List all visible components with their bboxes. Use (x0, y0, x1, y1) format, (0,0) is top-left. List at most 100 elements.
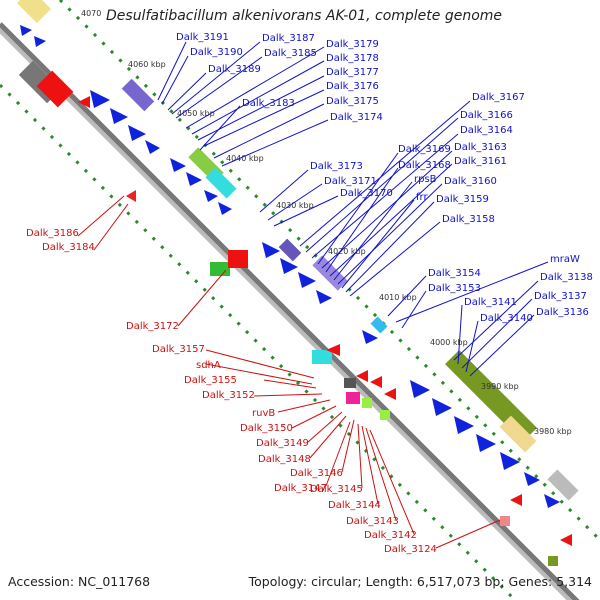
reverse-gene[interactable] (326, 344, 340, 356)
reverse-gene[interactable] (370, 376, 382, 388)
forward-gene[interactable] (500, 452, 520, 470)
gene-label[interactable]: Dalk_3170 (340, 188, 393, 199)
gene-label[interactable]: Dalk_3149 (256, 438, 309, 449)
gene-label[interactable]: Dalk_3152 (202, 390, 255, 401)
gene-label[interactable]: Dalk_3147 (274, 483, 327, 494)
gene-label[interactable]: Dalk_3144 (328, 500, 381, 511)
gene-label[interactable]: Dalk_3136 (536, 307, 589, 318)
reverse-gene[interactable] (560, 534, 572, 546)
gene-label[interactable]: Dalk_3158 (442, 214, 495, 225)
reverse-gene[interactable] (356, 370, 368, 382)
forward-gene[interactable] (170, 158, 186, 172)
gene-block[interactable] (312, 350, 332, 364)
forward-gene[interactable] (20, 25, 32, 36)
gene-label[interactable]: rpsB (414, 174, 437, 185)
gene-label[interactable]: Dalk_3164 (460, 125, 513, 136)
gene-label[interactable]: Dalk_3142 (364, 530, 417, 541)
forward-gene[interactable] (128, 125, 146, 141)
gene-label[interactable]: Dalk_3155 (184, 375, 237, 386)
gene-block[interactable] (548, 556, 558, 566)
forward-gene[interactable] (362, 330, 378, 344)
gene-label[interactable]: Dalk_3190 (190, 47, 243, 58)
forward-gene[interactable] (298, 272, 316, 288)
forward-gene[interactable] (316, 290, 332, 304)
gene-label[interactable]: Dalk_3184 (42, 242, 95, 253)
gene-label[interactable]: Dalk_3138 (540, 272, 593, 283)
gene-label[interactable]: Dalk_3176 (326, 81, 379, 92)
reverse-gene[interactable] (510, 494, 522, 506)
gene-block[interactable] (344, 378, 356, 388)
gene-label[interactable]: Dalk_3154 (428, 268, 481, 279)
gene-block[interactable] (17, 0, 51, 23)
gene-label[interactable]: Dalk_3159 (436, 194, 489, 205)
reverse-gene[interactable] (126, 190, 136, 202)
forward-gene[interactable] (454, 416, 474, 434)
gene-label[interactable]: Dalk_3140 (480, 313, 533, 324)
gene-label[interactable]: ruvB (252, 408, 275, 419)
gene-block[interactable] (228, 250, 248, 268)
forward-gene[interactable] (90, 90, 110, 108)
forward-gene[interactable] (34, 36, 46, 47)
gene-label[interactable]: Dalk_3146 (290, 468, 343, 479)
gene-block[interactable] (210, 262, 230, 276)
gene-label[interactable]: Dalk_3191 (176, 32, 229, 43)
gene-block[interactable] (346, 392, 360, 404)
gene-label[interactable]: Dalk_3145 (310, 484, 363, 495)
gene-label[interactable]: Dalk_3173 (310, 161, 363, 172)
gene-label[interactable]: Dalk_3168 (398, 160, 451, 171)
gene-label[interactable]: mraW (550, 254, 580, 265)
gene-block[interactable] (380, 410, 390, 420)
forward-gene[interactable] (204, 190, 218, 202)
gene-label[interactable]: Dalk_3178 (326, 53, 379, 64)
gene-label[interactable]: Dalk_3143 (346, 516, 399, 527)
forward-gene[interactable] (145, 140, 160, 154)
gene-block[interactable] (370, 316, 388, 334)
gene-label[interactable]: Dalk_3161 (454, 156, 507, 167)
forward-gene[interactable] (280, 258, 298, 274)
gene-block[interactable] (205, 167, 237, 199)
gene-label[interactable]: Dalk_3166 (460, 110, 513, 121)
gene-label[interactable]: Dalk_3172 (126, 321, 179, 332)
gene-label[interactable]: Dalk_3169 (398, 144, 451, 155)
gene-label[interactable]: Dalk_3137 (534, 291, 587, 302)
gene-block[interactable] (278, 238, 302, 262)
gene-label[interactable]: Dalk_3171 (324, 176, 377, 187)
forward-gene[interactable] (218, 202, 232, 215)
gene-label[interactable]: Dalk_3174 (330, 112, 383, 123)
gene-label[interactable]: Dalk_3163 (454, 142, 507, 153)
gene-label[interactable]: Dalk_3150 (240, 423, 293, 434)
gene-block[interactable] (312, 255, 348, 291)
forward-gene[interactable] (410, 380, 430, 398)
forward-gene[interactable] (524, 472, 540, 486)
forward-gene[interactable] (432, 398, 452, 416)
gene-block[interactable] (36, 70, 74, 108)
gene-label[interactable]: sdhA (196, 360, 221, 371)
gene-label[interactable]: Dalk_3189 (208, 64, 261, 75)
gene-label[interactable]: Dalk_3148 (258, 454, 311, 465)
gene-label[interactable]: Dalk_3183 (242, 98, 295, 109)
forward-gene[interactable] (110, 108, 128, 124)
gene-label[interactable]: Dalk_3160 (444, 176, 497, 187)
reverse-gene[interactable] (78, 96, 90, 108)
gene-block[interactable] (499, 415, 537, 453)
gene-block[interactable] (500, 516, 510, 526)
forward-gene[interactable] (476, 434, 496, 452)
gene-label[interactable]: Dalk_3177 (326, 67, 379, 78)
forward-gene[interactable] (544, 494, 560, 508)
gene-label[interactable]: Dalk_3157 (152, 344, 205, 355)
gene-label[interactable]: Dalk_3175 (326, 96, 379, 107)
gene-block[interactable] (547, 469, 579, 501)
gene-label[interactable]: Dalk_3187 (262, 33, 315, 44)
gene-block[interactable] (362, 398, 372, 408)
gene-label[interactable]: Dalk_3179 (326, 39, 379, 50)
gene-label[interactable]: Dalk_3124 (384, 544, 437, 555)
gene-label[interactable]: Dalk_3167 (472, 92, 525, 103)
reverse-gene[interactable] (384, 388, 396, 400)
gene-label[interactable]: frr (416, 192, 428, 203)
gene-label[interactable]: Dalk_3186 (26, 228, 79, 239)
gene-label[interactable]: Dalk_3153 (428, 283, 481, 294)
gene-label[interactable]: Dalk_3185 (264, 48, 317, 59)
forward-gene[interactable] (262, 242, 280, 258)
forward-gene[interactable] (186, 172, 202, 186)
gene-block[interactable] (121, 78, 155, 112)
